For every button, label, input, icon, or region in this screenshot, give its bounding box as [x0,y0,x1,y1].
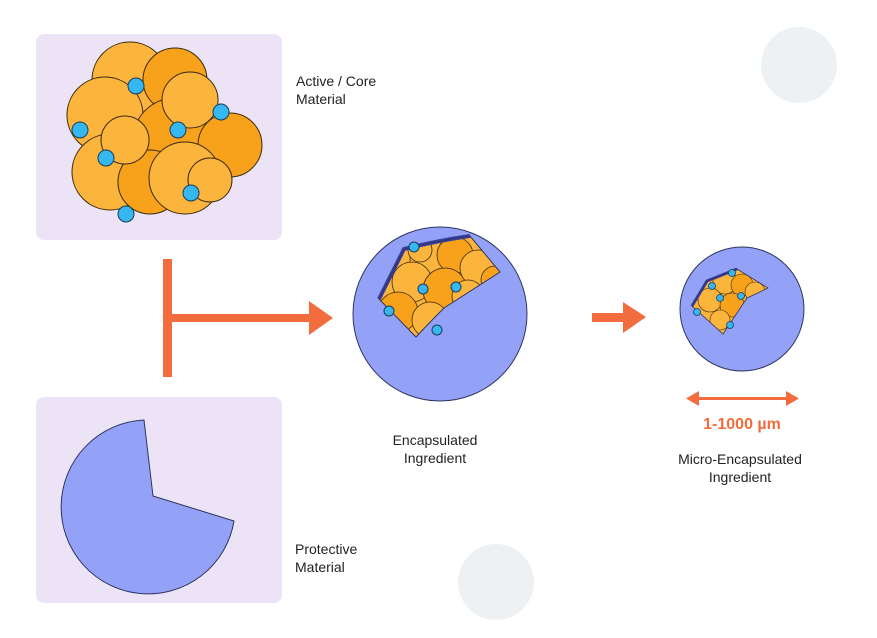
core-material-label: Active / Core Material [296,73,377,107]
decorative-circle-bottom [458,544,534,620]
decorative-circle-top [761,27,837,103]
size-range-arrow [686,391,799,406]
arrow-to-micro [592,302,646,333]
core-material-cluster [66,41,263,215]
micro-encapsulated-ingredient-label: Micro-Encapsulated Ingredient [678,451,802,485]
active-particles [71,77,230,223]
encapsulated-ingredient-label: Encapsulated Ingredient [392,432,478,466]
size-range-label: 1-1000 µm [703,416,781,433]
encapsulated-active-particles [383,241,462,336]
micro-active-particles [693,269,745,329]
protective-material-label: Protective Material [295,541,358,575]
protective-material-shape [60,419,235,595]
merge-connector [163,259,333,377]
